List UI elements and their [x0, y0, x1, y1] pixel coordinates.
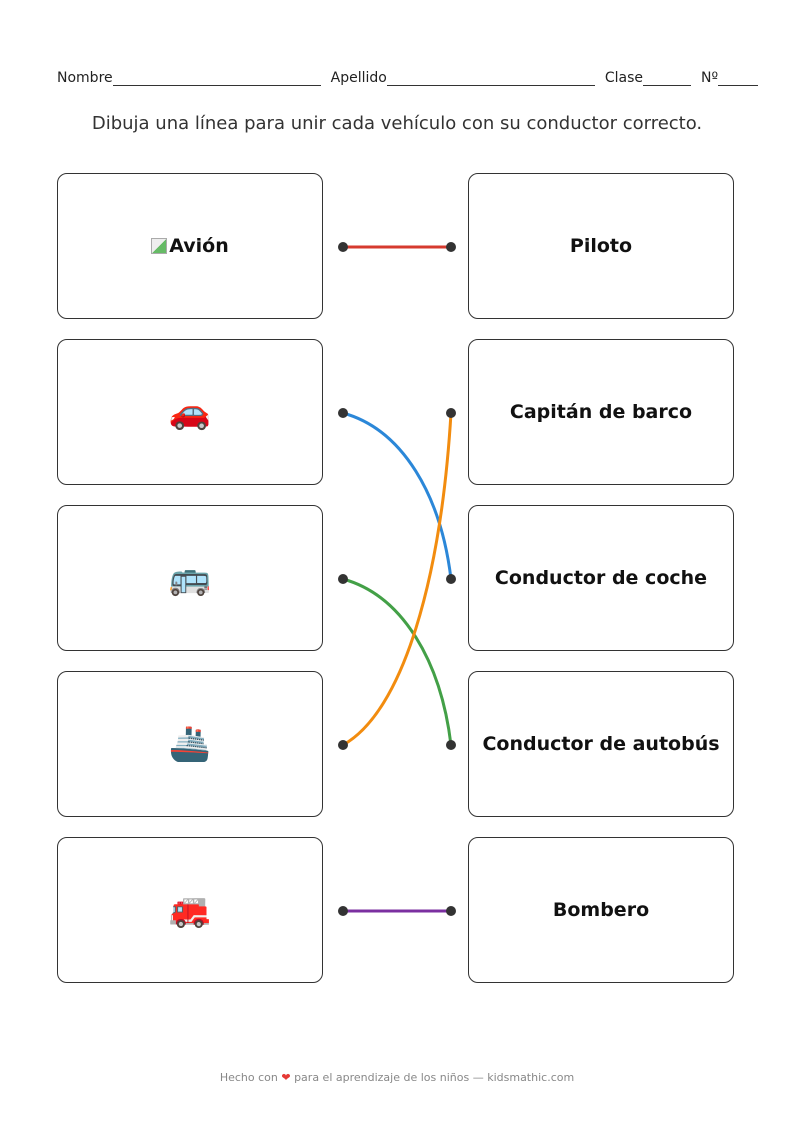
footer-pre: Hecho con — [219, 1071, 278, 1084]
connection-dot[interactable] — [338, 574, 348, 584]
clase-label: Clase — [604, 70, 643, 86]
driver-card[interactable]: Bombero — [468, 837, 734, 983]
driver-label: Bombero — [552, 899, 650, 921]
footer: Hecho con ❤ para el aprendizaje de los n… — [0, 1071, 794, 1084]
heart-icon: ❤ — [281, 1071, 291, 1084]
connection-dot[interactable] — [446, 740, 456, 750]
nombre-label: Nombre — [57, 70, 113, 86]
driver-label: Piloto — [569, 235, 633, 257]
student-info-header: Nombre Apellido Clase Nº — [57, 70, 759, 86]
connection-dot[interactable] — [338, 906, 348, 916]
connection-line — [342, 412, 453, 747]
connection-dot[interactable] — [446, 408, 456, 418]
vehicle-card[interactable]: Avión — [57, 173, 323, 319]
connection-line — [342, 577, 453, 746]
driver-card[interactable]: Conductor de autobús — [468, 671, 734, 817]
driver-label: Capitán de barco — [509, 401, 693, 423]
connection-dot[interactable] — [446, 242, 456, 252]
numero-label: Nº — [700, 70, 719, 86]
apellido-label: Apellido — [330, 70, 387, 86]
footer-post: para el aprendizaje de los niños — kidsm… — [294, 1071, 575, 1084]
clase-field[interactable] — [642, 71, 691, 86]
vehicle-card[interactable]: 🚗 — [57, 339, 323, 485]
driver-card[interactable]: Capitán de barco — [468, 339, 734, 485]
vehicle-emoji: 🚒 — [168, 890, 212, 930]
broken-image-icon — [151, 238, 168, 254]
connection-dot[interactable] — [446, 574, 456, 584]
connection-dot[interactable] — [446, 906, 456, 916]
driver-label: Conductor de autobús — [482, 733, 720, 755]
vehicle-alt-text: Avión — [169, 235, 229, 257]
numero-field[interactable] — [718, 71, 759, 86]
driver-card[interactable]: Piloto — [468, 173, 734, 319]
driver-card[interactable]: Conductor de coche — [468, 505, 734, 651]
vehicle-emoji: 🚌 — [168, 558, 212, 598]
vehicle-card[interactable]: 🚢 — [57, 671, 323, 817]
vehicle-emoji: 🚢 — [168, 724, 212, 764]
connection-dot[interactable] — [338, 408, 348, 418]
apellido-field[interactable] — [386, 71, 595, 86]
connection-dot[interactable] — [338, 740, 348, 750]
vehicle-card[interactable]: 🚒 — [57, 837, 323, 983]
vehicle-emoji: 🚗 — [168, 392, 212, 432]
connection-line — [342, 411, 453, 580]
driver-label: Conductor de coche — [494, 567, 708, 589]
nombre-field[interactable] — [112, 71, 321, 86]
connection-dot[interactable] — [338, 242, 348, 252]
vehicle-card[interactable]: 🚌 — [57, 505, 323, 651]
instruction: Dibuja una línea para unir cada vehículo… — [91, 113, 703, 134]
